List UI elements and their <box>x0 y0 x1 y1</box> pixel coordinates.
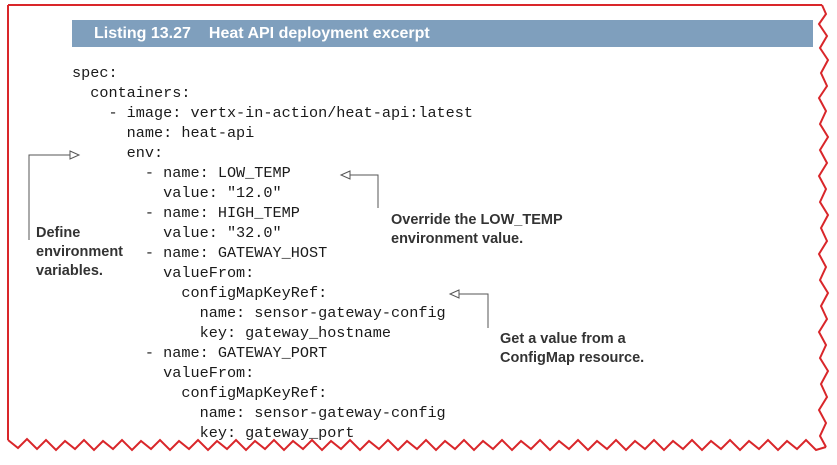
listing-header: Listing 13.27 Heat API deployment excerpt <box>72 20 813 47</box>
code-line: configMapKeyRef: <box>72 284 328 302</box>
annotation-configmap: Get a value from a ConfigMap resource. <box>500 292 644 387</box>
annotation-line: Define <box>36 225 81 241</box>
configmap-arrow <box>448 289 489 328</box>
annotation-define-env: Define environment variables. <box>36 186 123 300</box>
annotation-override: Override the LOW_TEMP environment value. <box>391 173 563 268</box>
code-line: name: heat-api <box>72 124 255 142</box>
code-line: - name: GATEWAY_PORT <box>72 344 328 362</box>
annotation-line: Override the LOW_TEMP <box>391 212 563 228</box>
code-line: name: sensor-gateway-config <box>72 404 446 422</box>
code-line: - name: LOW_TEMP <box>72 164 291 182</box>
code-line: name: sensor-gateway-config <box>72 304 446 322</box>
code-line: - name: HIGH_TEMP <box>72 204 300 222</box>
code-line: key: gateway_port <box>72 424 355 442</box>
annotation-line: variables. <box>36 263 103 279</box>
annotation-line: Get a value from a <box>500 331 626 347</box>
code-line: valueFrom: <box>72 364 255 382</box>
annotation-line: environment <box>36 244 124 260</box>
define-env-arrow <box>28 150 81 240</box>
code-line: key: gateway_hostname <box>72 324 391 342</box>
code-line: - name: GATEWAY_HOST <box>72 244 328 262</box>
annotation-line: environment value. <box>391 231 524 247</box>
code-line: spec: <box>72 64 118 82</box>
code-block: spec: containers: - image: vertx-in-acti… <box>72 63 473 443</box>
code-line: valueFrom: <box>72 264 255 282</box>
code-line: value: "12.0" <box>72 184 282 202</box>
code-line: - image: vertx-in-action/heat-api:latest <box>72 104 474 122</box>
override-arrow <box>339 170 379 208</box>
listing-title: Heat API deployment excerpt <box>208 25 430 42</box>
code-line: value: "32.0" <box>72 224 282 242</box>
code-line: env: <box>72 144 164 162</box>
listing-number: Listing 13.27 <box>94 25 191 42</box>
code-line: configMapKeyRef: <box>72 384 328 402</box>
annotation-line: ConfigMap resource. <box>500 350 645 366</box>
code-line: containers: <box>72 84 191 102</box>
